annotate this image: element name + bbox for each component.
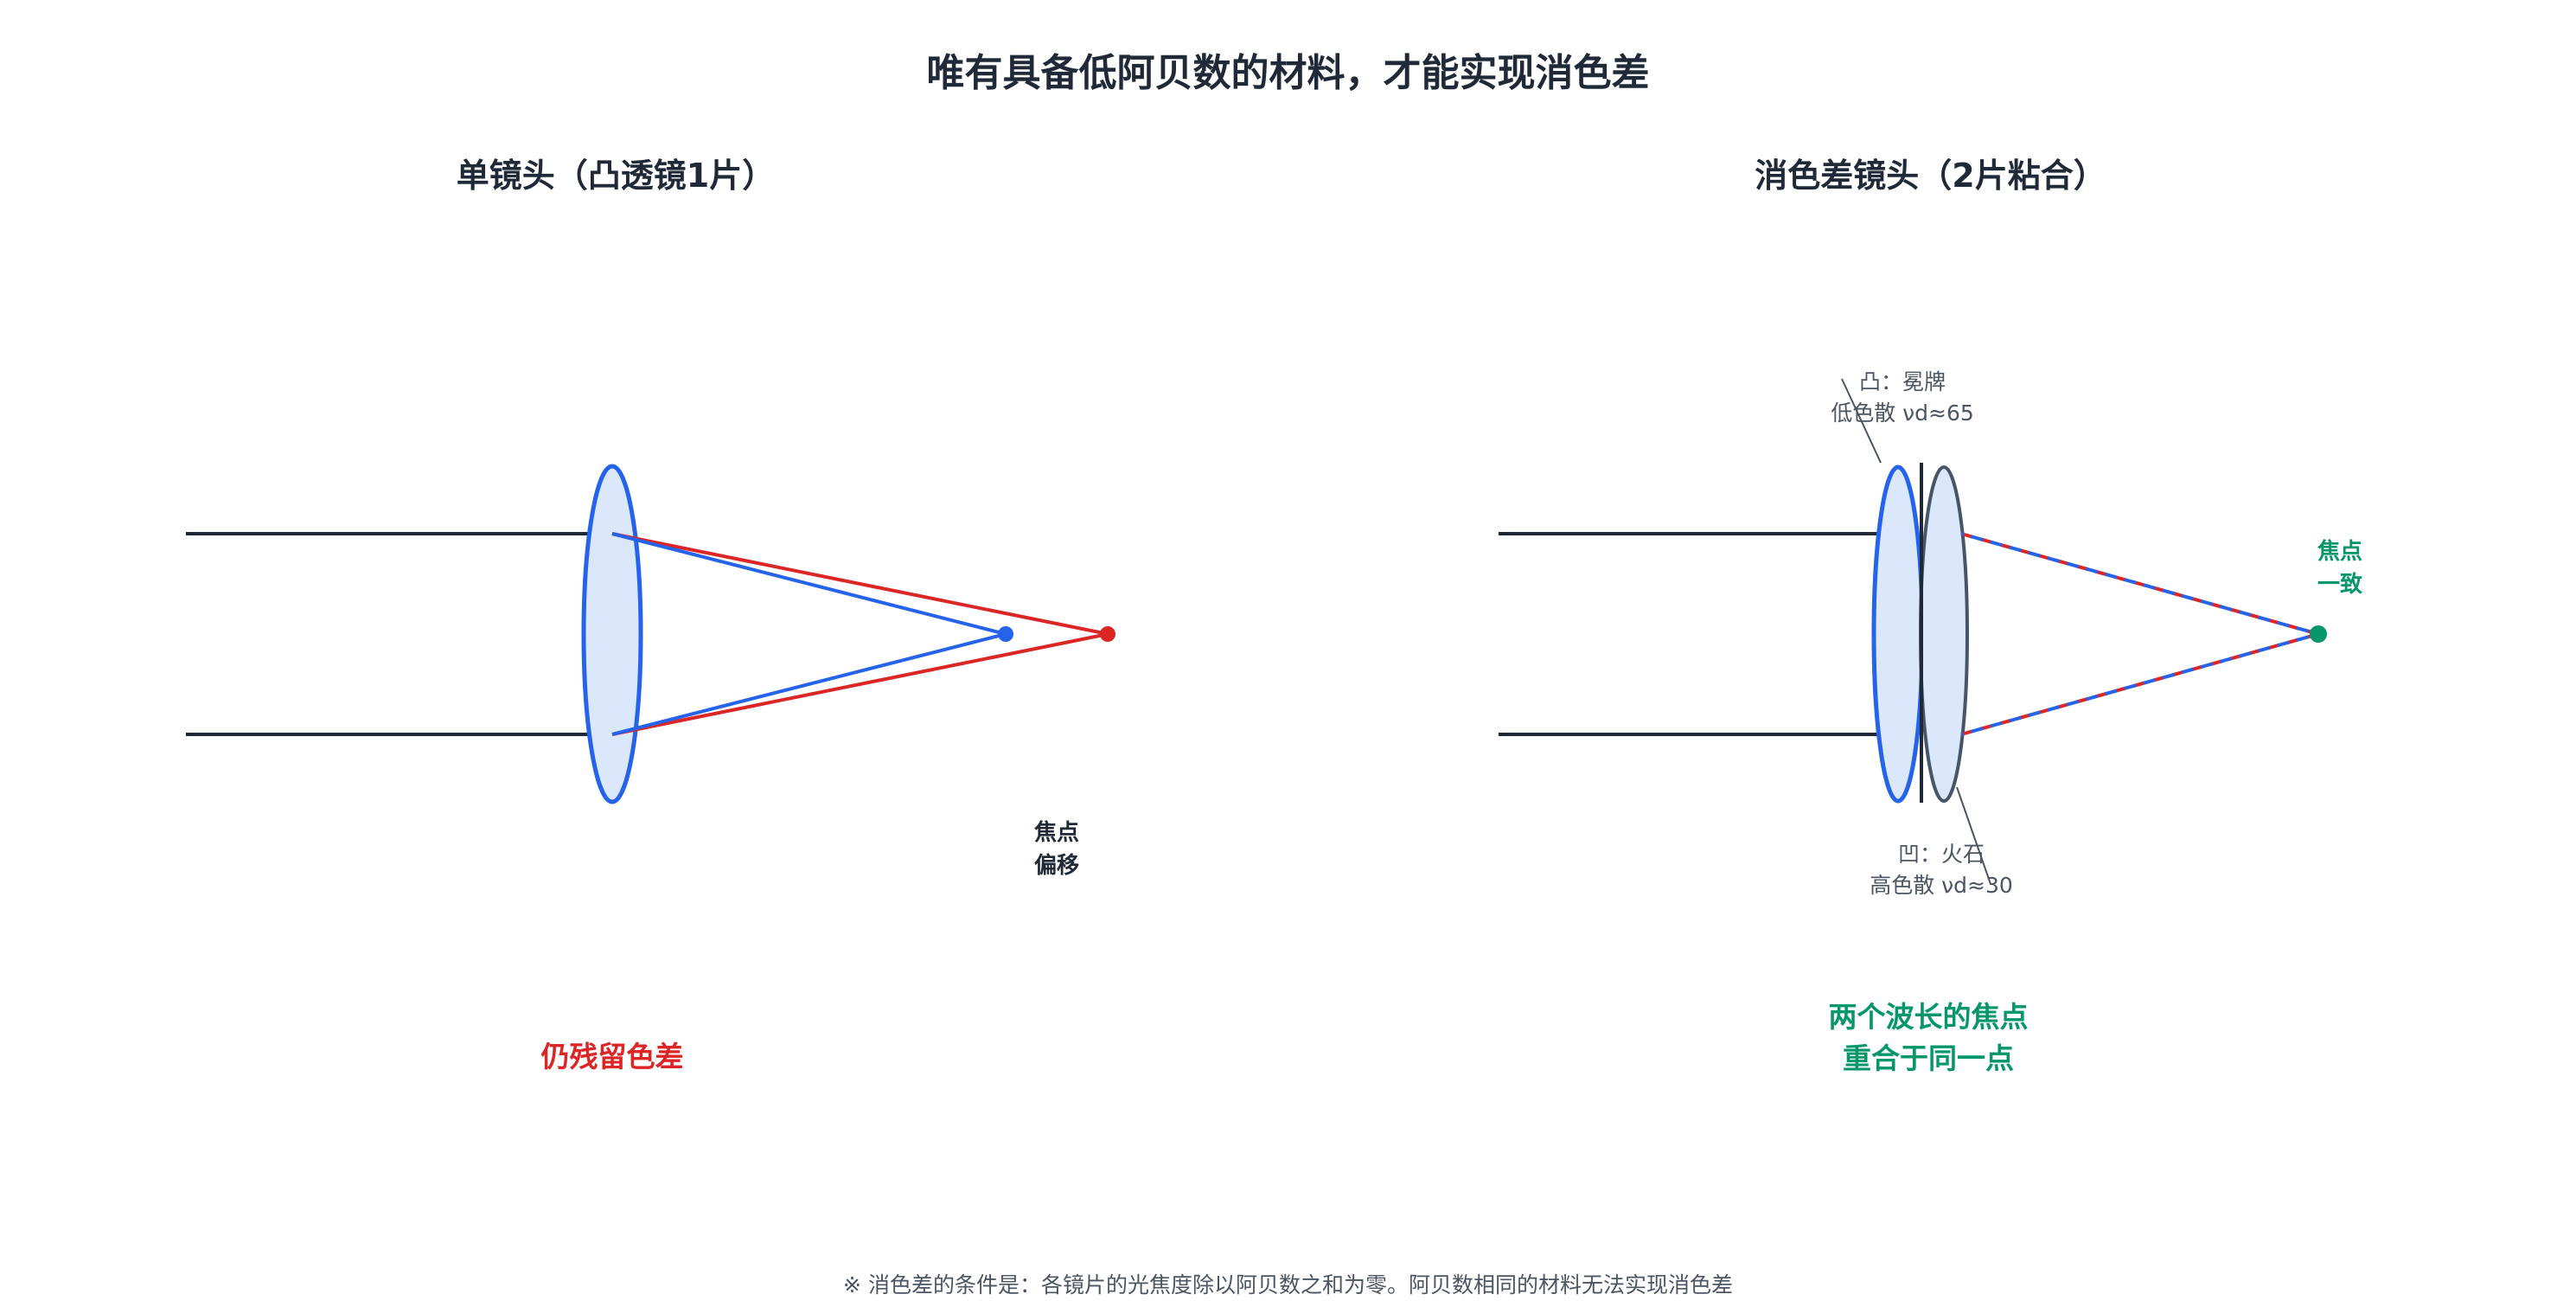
blue-ray-top-dashed bbox=[1960, 532, 2319, 636]
concave-material-callout: 凹：火石 高色散 νd≈30 bbox=[1829, 839, 2054, 901]
left-focus-label-line1: 焦点 bbox=[1033, 820, 1079, 846]
blue-ray-bottom-dashed bbox=[1960, 632, 2319, 736]
concave-callout-line2: 高色散 νd≈30 bbox=[1870, 873, 2013, 898]
single-lens-subtitle: 单镜头（凸透镜1片） bbox=[456, 157, 776, 195]
blue-focus-point bbox=[998, 626, 1013, 642]
red-ray-top bbox=[611, 532, 1109, 636]
common-focus-point bbox=[2310, 625, 2327, 643]
red-focus-point bbox=[1100, 626, 1115, 642]
left-result-label: 仍残留色差 bbox=[540, 1040, 684, 1073]
blue-ray-top bbox=[611, 532, 1007, 636]
left-focus-label-line2: 偏移 bbox=[1033, 853, 1079, 879]
page-title: 唯有具备低阿贝数的材料，才能实现消色差 bbox=[926, 51, 1650, 95]
convex-callout-line1: 凸：冕牌 bbox=[1858, 369, 1946, 394]
convex-callout-line2: 低色散 νd≈65 bbox=[1831, 400, 1974, 426]
convex-callout-leader bbox=[1841, 378, 1882, 464]
right-result-line2: 重合于同一点 bbox=[1843, 1041, 2014, 1075]
footnote: ※ 消色差的条件是：各镜片的光焦度除以阿贝数之和为零。阿贝数相同的材料无法实现消… bbox=[843, 1272, 1733, 1297]
blue-ray-bottom bbox=[611, 632, 1007, 736]
convex-lens bbox=[581, 464, 643, 804]
left-focus-shift-label: 焦点 偏移 bbox=[1005, 817, 1109, 882]
red-ray-bottom bbox=[611, 632, 1109, 736]
right-result-label: 两个波长的焦点 重合于同一点 bbox=[1729, 996, 2127, 1080]
convex-material-callout: 凸：冕牌 低色散 νd≈65 bbox=[1799, 367, 2006, 429]
right-focus-label-line2: 一致 bbox=[2317, 572, 2362, 598]
concave-callout-leader bbox=[1956, 786, 1991, 885]
right-focus-match-label: 焦点 一致 bbox=[2288, 535, 2392, 601]
concave-callout-line1: 凹：火石 bbox=[1897, 842, 1985, 867]
right-focus-label-line1: 焦点 bbox=[2317, 539, 2362, 565]
crown-convex-lens bbox=[1871, 464, 1925, 804]
flint-concave-lens bbox=[1919, 465, 1969, 803]
right-result-line1: 两个波长的焦点 bbox=[1828, 1000, 2029, 1034]
achromat-subtitle: 消色差镜头（2片粘合） bbox=[1755, 157, 2106, 195]
